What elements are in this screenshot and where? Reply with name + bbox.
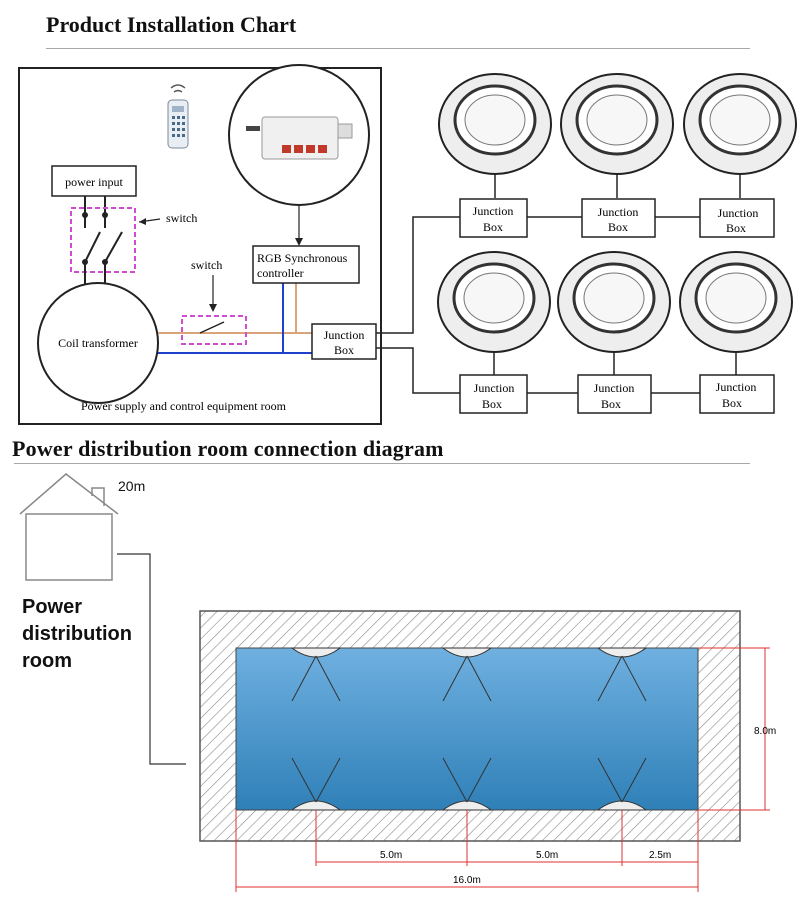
junction-label-2: Box	[482, 397, 502, 411]
junction-label-2: Box	[726, 221, 746, 235]
switch-top-label: switch	[166, 211, 197, 225]
pool-light-icon	[683, 73, 797, 198]
junction-label-1: Junction	[718, 206, 759, 220]
pool-light-icon	[560, 73, 674, 198]
coil-transformer-label: Coil transformer	[58, 336, 138, 350]
power-distribution-room-label: Power distribution room	[22, 594, 132, 675]
pool-light-icon	[557, 251, 671, 375]
pool-wall-light-icon	[596, 647, 648, 811]
equipment-room-caption: Power supply and control equipment room	[81, 399, 287, 413]
page-title: Product Installation Chart	[46, 12, 297, 37]
house-height-label: 20m	[118, 478, 146, 494]
room-label-line-1: Power	[22, 596, 83, 618]
power-input-label: power input	[65, 175, 123, 189]
junction-label-2: Box	[601, 397, 621, 411]
pool-length-dim: 16.0m	[453, 875, 481, 886]
junction-label-1: Junction	[594, 381, 635, 395]
installation-diagram: power input switch Coil transformer swit…	[18, 64, 797, 425]
middle-switch	[181, 315, 247, 345]
coil-transformer	[37, 282, 159, 404]
switch-mid-label: switch	[191, 258, 222, 272]
junction-box	[459, 374, 528, 414]
spacing-dim-2: 5.0m	[536, 850, 558, 861]
junction-label-2: Box	[722, 396, 742, 410]
pool-light-icon	[437, 251, 551, 375]
house-icon	[19, 473, 119, 581]
room-label-line-3: room	[22, 650, 72, 672]
pool-wall-light-icon	[441, 647, 493, 811]
junction-label-2: Box	[483, 220, 503, 234]
pool-light-icon	[438, 73, 552, 198]
power-input-box	[51, 165, 137, 197]
equipment-room-frame	[18, 67, 382, 425]
junction-box	[581, 198, 656, 238]
room-label-line-2: distribution	[22, 623, 132, 645]
pool-layout-diagram: 8.0m 5.0m 5.0m 2.5m 16.0m	[19, 473, 776, 892]
main-switch	[70, 207, 136, 273]
junction-box	[577, 374, 652, 414]
section-divider	[14, 463, 750, 464]
pool-wall-light-icon	[290, 647, 342, 811]
controller-photo	[228, 64, 370, 206]
junction-label-1: Junction	[474, 381, 515, 395]
main-junction-label-1: Junction	[324, 328, 365, 342]
pool-water	[235, 647, 699, 811]
junction-label-1: Junction	[473, 204, 514, 218]
title-divider	[46, 48, 750, 49]
remote-control-icon	[167, 84, 189, 149]
edge-dim: 2.5m	[649, 850, 671, 861]
junction-box	[699, 198, 775, 238]
junction-box	[459, 198, 528, 238]
main-junction-box	[311, 323, 377, 360]
junction-label-1: Junction	[716, 380, 757, 394]
main-junction-label-2: Box	[334, 343, 354, 357]
rgb-controller-box	[252, 245, 360, 284]
rgb-controller-label-2: controller	[257, 266, 304, 280]
spacing-dim-1: 5.0m	[380, 850, 402, 861]
section-title: Power distribution room connection diagr…	[12, 436, 444, 461]
junction-label-2: Box	[608, 220, 628, 234]
pool-width-dim: 8.0m	[754, 726, 776, 737]
junction-box	[699, 374, 775, 414]
cable-line	[117, 553, 186, 765]
pool-light-icon	[679, 251, 793, 375]
rgb-controller-label-1: RGB Synchronous	[257, 251, 348, 265]
junction-label-1: Junction	[598, 205, 639, 219]
